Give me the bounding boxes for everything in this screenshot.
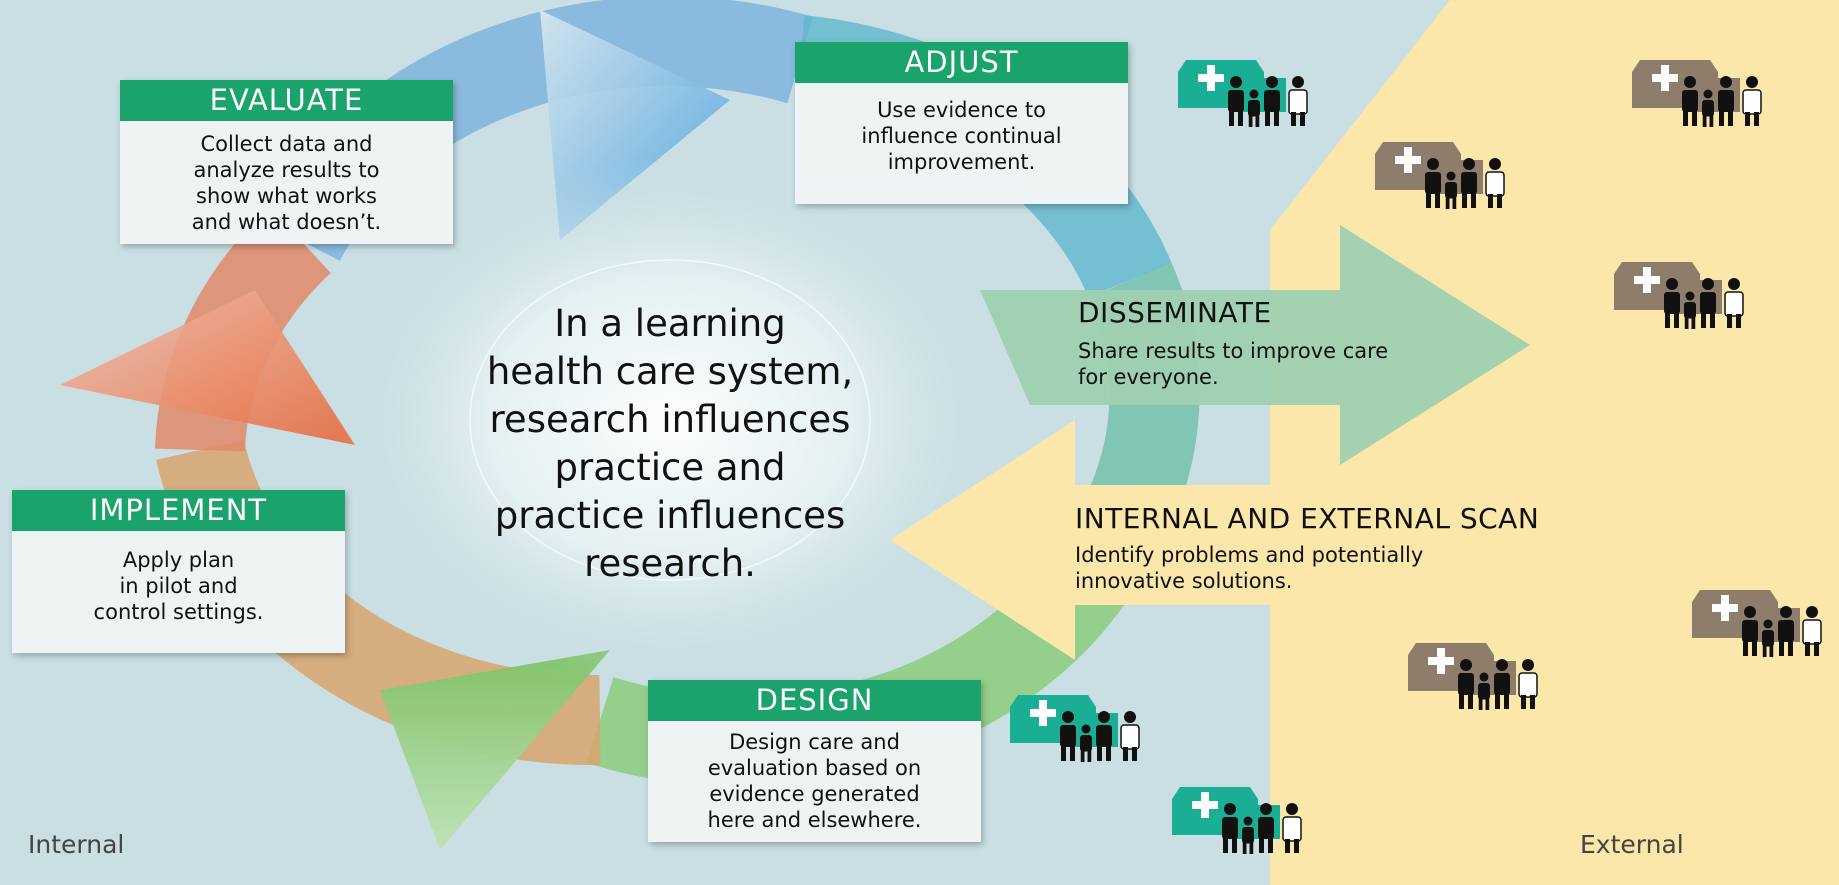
design-line: Design care and (729, 730, 900, 754)
evaluate-line: show what works (196, 184, 377, 208)
adjust-box: ADJUST Use evidence to influence continu… (795, 42, 1128, 204)
disseminate-label: DISSEMINATE Share results to improve car… (1078, 296, 1438, 390)
center-line: practice influences (494, 494, 846, 537)
evaluate-title: EVALUATE (120, 80, 453, 121)
implement-title: IMPLEMENT (12, 490, 345, 531)
center-line: In a learning (554, 302, 786, 345)
disseminate-line: for everyone. (1078, 365, 1219, 389)
scan-label: INTERNAL AND EXTERNAL SCAN Identify prob… (1075, 502, 1675, 594)
implement-arrowhead (60, 290, 355, 445)
scan-line: innovative solutions. (1075, 569, 1293, 593)
disseminate-title: DISSEMINATE (1078, 296, 1272, 329)
scan-title: INTERNAL AND EXTERNAL SCAN (1075, 502, 1540, 535)
evaluate-box: EVALUATE Collect data and analyze result… (120, 80, 453, 244)
clinic-family-icon (1172, 787, 1302, 854)
disseminate-line: Share results to improve care (1078, 339, 1389, 363)
internal-label: Internal (28, 830, 125, 859)
adjust-title: ADJUST (795, 42, 1128, 83)
design-title: DESIGN (648, 680, 981, 721)
external-label: External (1580, 830, 1684, 859)
adjust-line: improvement. (887, 150, 1036, 174)
clinic-family-icon (1010, 695, 1140, 762)
adjust-line: influence continual (861, 124, 1062, 148)
clinic-family-icon (1408, 643, 1538, 710)
implement-box: IMPLEMENT Apply plan in pilot and contro… (12, 490, 345, 653)
evaluate-line: analyze results to (193, 158, 380, 182)
clinic-family-icon (1375, 142, 1505, 209)
center-line: research. (584, 542, 756, 585)
design-box: DESIGN Design care and evaluation based … (648, 680, 981, 842)
center-statement: In a learning health care system, resear… (420, 300, 920, 588)
implement-line: Apply plan (122, 548, 235, 572)
disseminate-arrow (980, 225, 1530, 465)
design-arrowhead (380, 650, 610, 850)
center-line: research influences (489, 398, 851, 441)
clinic-icon-group (1010, 60, 1822, 854)
clinic-family-icon (1632, 60, 1762, 127)
clinic-family-icon (1178, 60, 1308, 127)
clinic-family-icon (1614, 262, 1744, 329)
evaluate-line: and what doesn’t. (191, 210, 382, 234)
center-line: practice and (554, 446, 786, 489)
design-line: evaluation based on (707, 756, 922, 780)
design-line: evidence generated (709, 782, 920, 806)
design-line: here and elsewhere. (707, 808, 922, 832)
center-glow (340, 160, 1000, 680)
clinic-family-icon (1692, 590, 1822, 657)
implement-line: in pilot and (119, 574, 238, 598)
center-ring (469, 259, 871, 581)
scan-line: Identify problems and potentially (1075, 543, 1424, 567)
scan-arrow (890, 420, 1270, 660)
adjust-line: Use evidence to (877, 98, 1046, 122)
center-line: health care system, (486, 350, 854, 393)
implement-line: control settings. (93, 600, 264, 624)
evaluate-line: Collect data and (200, 132, 373, 156)
